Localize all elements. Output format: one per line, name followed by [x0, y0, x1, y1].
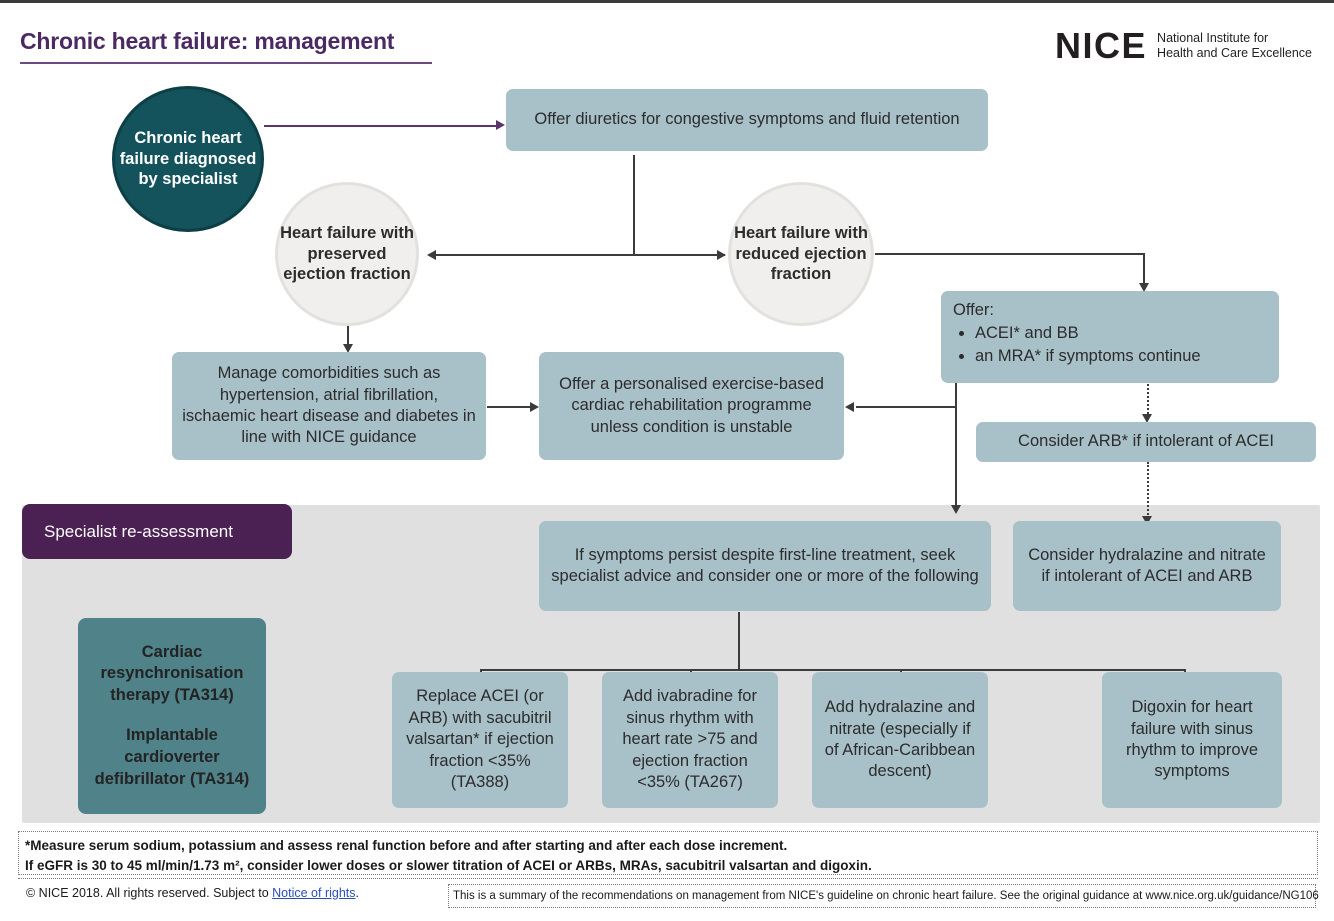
offer-label: Offer: — [953, 301, 994, 319]
connector-offer-to-rehab — [856, 406, 956, 408]
connector-offer-to-arb-dotted — [1147, 384, 1149, 418]
connector-offer-down-stem — [955, 382, 957, 512]
footnote-box: *Measure serum sodium, potassium and ass… — [18, 831, 1318, 875]
nice-logo-strapline: National Institute for Health and Care E… — [1157, 31, 1312, 62]
arrowhead-comorbidities-to-rehab — [530, 402, 539, 412]
node-option-hydralazine-nitrate[interactable]: Add hydralazine and nitrate (especially … — [812, 672, 988, 808]
node-cardiac-rehabilitation[interactable]: Offer a personalised exercise-based card… — [539, 352, 844, 460]
copyright-notice: © NICE 2018. All rights reserved. Subjec… — [26, 886, 359, 900]
footer-bar — [18, 878, 1318, 910]
arrowhead-hfpef-to-comorbidities — [343, 344, 353, 353]
summary-note-box: This is a summary of the recommendations… — [448, 884, 1319, 908]
arrowhead-to-offer-box — [1139, 283, 1149, 292]
nice-logo-wordmark: NICE — [1055, 25, 1148, 66]
node-option-ivabradine[interactable]: Add ivabradine for sinus rhythm with hea… — [602, 672, 778, 808]
node-hf-preserved-ejection-fraction[interactable]: Heart failure with preserved ejection fr… — [275, 182, 419, 326]
panel-badge-specialist-reassessment: Specialist re-assessment — [22, 504, 292, 559]
arrowhead-start-to-diuretics — [496, 120, 505, 130]
arrowhead-to-hfpef — [427, 250, 436, 260]
connector-options-bus — [480, 669, 1184, 671]
connector-symptoms-down-stem — [738, 612, 740, 670]
top-strip — [0, 0, 1334, 3]
device-crt-label: Cardiac resynchronisation therapy (TA314… — [100, 642, 244, 705]
connector-comorbidities-to-rehab — [487, 406, 533, 408]
offer-bullet-list: ACEI* and BB an MRA* if symptoms continu… — [953, 323, 1267, 367]
copyright-period: . — [355, 886, 359, 900]
copyright-text: © NICE 2018. All rights reserved. Subjec… — [26, 886, 273, 900]
node-symptoms-persist[interactable]: If symptoms persist despite first-line t… — [539, 521, 991, 611]
connector-hfpef-down — [347, 310, 349, 348]
connector-arb-to-hydralazine-dotted — [1147, 462, 1149, 522]
page-title: Chronic heart failure: management — [20, 28, 395, 54]
arrowhead-offer-to-symptoms-persist — [951, 505, 961, 514]
connector-split-bus — [435, 254, 725, 256]
node-option-digoxin[interactable]: Digoxin for heart failure with sinus rhy… — [1102, 672, 1282, 808]
node-start-chronic-heart-failure[interactable]: Chronic heart failure diagnosed by speci… — [112, 86, 264, 232]
arrowhead-to-hfref — [717, 250, 726, 260]
node-offer-diuretics[interactable]: Offer diuretics for congestive symptoms … — [506, 89, 988, 151]
nice-logo-strapline-line1: National Institute for — [1157, 30, 1269, 45]
node-consider-arb[interactable]: Consider ARB* if intolerant of ACEI — [976, 422, 1316, 462]
connector-hfref-right — [875, 253, 1145, 255]
arrowhead-arb-to-hydralazine — [1142, 516, 1152, 525]
node-consider-hydralazine-nitrate[interactable]: Consider hydralazine and nitrate if into… — [1013, 521, 1281, 611]
notice-of-rights-link[interactable]: Notice of rights — [272, 886, 356, 900]
nice-logo-strapline-line2: Health and Care Excellence — [1157, 46, 1312, 60]
connector-diuretics-down — [633, 155, 635, 255]
node-offer-acei-bb-mra[interactable]: Offer: ACEI* and BB an MRA* if symptoms … — [941, 291, 1279, 383]
footnote-line-1: *Measure serum sodium, potassium and ass… — [25, 838, 788, 853]
node-device-therapies[interactable]: Cardiac resynchronisation therapy (TA314… — [78, 618, 266, 814]
title-underline-rule — [20, 62, 432, 64]
device-icd-label: Implantable cardioverter defibrillator (… — [94, 726, 250, 788]
offer-bullet-item: ACEI* and BB — [975, 323, 1267, 344]
offer-bullet-item: an MRA* if symptoms continue — [975, 346, 1267, 367]
nice-logo: NICE National Institute for Health and C… — [1055, 28, 1312, 64]
node-hf-reduced-ejection-fraction[interactable]: Heart failure with reduced ejection frac… — [728, 182, 874, 326]
arrowhead-offer-to-rehab — [845, 402, 854, 412]
connector-hfref-down-to-offer — [1143, 253, 1145, 289]
node-option-sacubitril-valsartan[interactable]: Replace ACEI (or ARB) with sacubitril va… — [392, 672, 568, 808]
footnote-line-2: If eGFR is 30 to 45 ml/min/1.73 m², cons… — [25, 857, 872, 873]
node-manage-comorbidities[interactable]: Manage comorbidities such as hypertensio… — [172, 352, 486, 460]
arrowhead-offer-to-arb — [1142, 414, 1152, 423]
connector-start-to-diuretics — [264, 125, 496, 127]
